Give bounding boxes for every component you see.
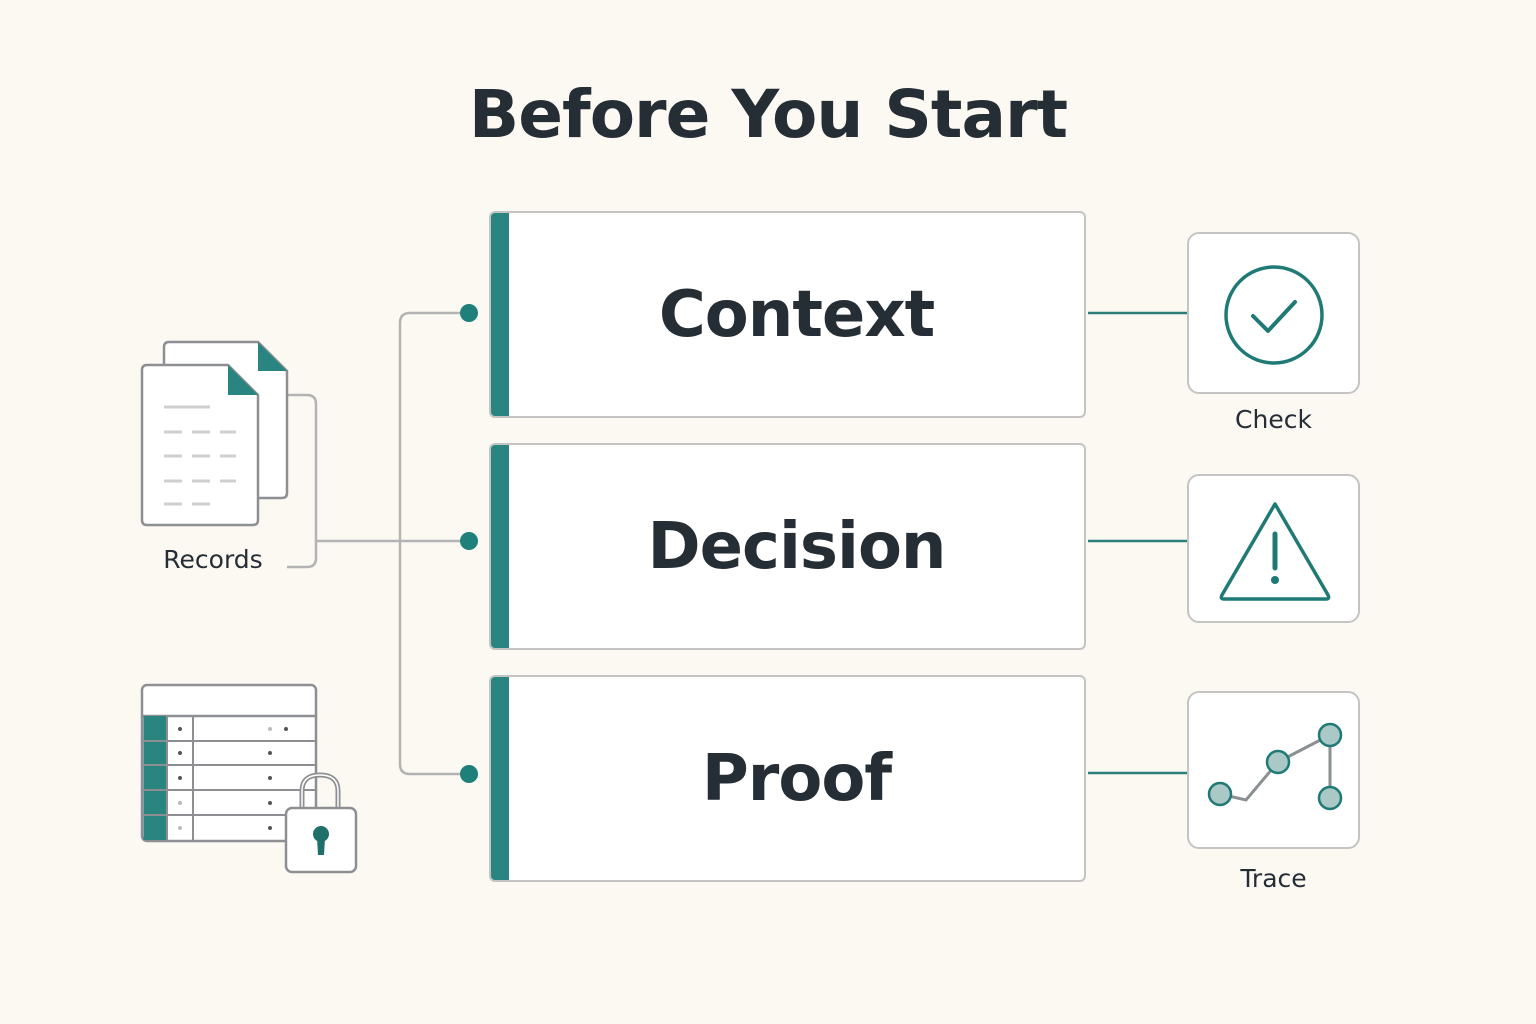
warning-triangle-icon <box>1219 502 1331 601</box>
stage-label: Proof <box>701 741 892 816</box>
trace-graph-icon <box>1207 722 1343 811</box>
stage-accent-bar <box>491 445 509 648</box>
records-bracket-line <box>287 393 318 569</box>
stage-accent-bar <box>491 677 509 880</box>
trace-caption: Trace <box>1240 864 1307 893</box>
decision-entry-dot <box>460 532 478 550</box>
warning-box <box>1187 474 1360 623</box>
documents-icon <box>140 340 289 527</box>
stage-label: Decision <box>647 509 947 584</box>
proof-entry-dot <box>460 765 478 783</box>
trunk-line <box>398 311 469 776</box>
stage-card-decision: Decision <box>489 443 1086 650</box>
locked-table-icon <box>140 683 358 874</box>
check-box <box>1187 232 1360 394</box>
context-entry-dot <box>460 304 478 322</box>
stage-label: Context <box>658 277 935 352</box>
records-caption: Records <box>163 545 263 574</box>
trace-box <box>1187 691 1360 849</box>
stage-accent-bar <box>491 213 509 416</box>
stage-card-proof: Proof <box>489 675 1086 882</box>
page-title: Before You Start <box>468 76 1068 153</box>
stage-card-context: Context <box>489 211 1086 418</box>
check-circle-icon <box>1224 265 1324 365</box>
check-caption: Check <box>1235 405 1312 434</box>
